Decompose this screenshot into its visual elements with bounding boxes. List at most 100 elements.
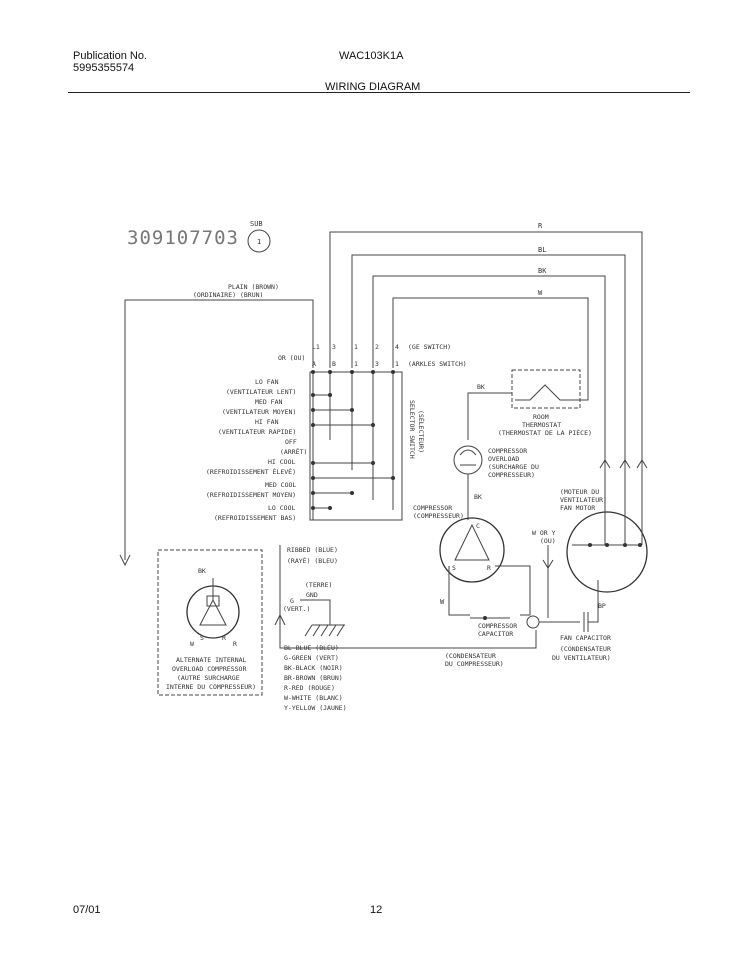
- svg-text:4: 4: [395, 343, 399, 351]
- footer-page: 12: [370, 904, 383, 916]
- fan-cap-label: FAN CAPACITOR: [560, 634, 611, 642]
- bp-label: BP: [598, 602, 606, 610]
- svg-text:1: 1: [395, 360, 399, 368]
- arrow-ribbed: [274, 613, 286, 626]
- svg-text:LO COOL: LO COOL: [268, 504, 295, 512]
- fan-capacitor: [539, 580, 599, 632]
- cap-terminal: [526, 615, 540, 629]
- overload-label-4: COMPRESSEUR): [488, 471, 535, 479]
- alt-overload-box: [157, 549, 263, 696]
- svg-text:(VENTILATEUR LENT): (VENTILATEUR LENT): [226, 388, 296, 396]
- svg-text:(REFROIDISSEMENT ÉLEVÉ): (REFROIDISSEMENT ÉLEVÉ): [206, 467, 296, 476]
- publication-number: 5995355574: [73, 62, 135, 74]
- switch-contacts: [311, 370, 395, 510]
- connector-arrows: [599, 459, 648, 469]
- wire-s: [448, 566, 470, 616]
- compressor-label: COMPRESSOR: [413, 504, 452, 512]
- sub-label: SUB: [250, 220, 263, 228]
- svg-text:(ARRÊT): (ARRÊT): [280, 447, 307, 456]
- svg-text:3: 3: [332, 343, 336, 351]
- overload-label-2: OVERLOAD: [488, 455, 519, 463]
- alt-r: R: [222, 634, 226, 642]
- selector-switch-box: [309, 371, 403, 521]
- publication-label: Publication No.: [73, 50, 147, 62]
- svg-text:OFF: OFF: [285, 438, 297, 446]
- svg-text:(VENTILATEUR RAPIDE): (VENTILATEUR RAPIDE): [218, 428, 296, 436]
- wire-blue: [351, 254, 626, 460]
- selector-switch-label: SELECTOR SWITCH: [408, 400, 416, 459]
- alt-overload-fr-2: INTERNE DU COMPRESSEUR): [166, 683, 256, 691]
- ground-label: GND: [306, 591, 318, 599]
- wire-label-bk2: BK: [477, 383, 485, 391]
- fan-motor-label-fr: (MOTEUR DU: [560, 488, 599, 496]
- overload-label: COMPRESSOR: [488, 447, 527, 455]
- thermostat-label-fr: (THERMOSTAT DE LA PIÈCE): [498, 428, 592, 437]
- svg-text:3: 3: [375, 360, 379, 368]
- svg-text:1: 1: [354, 360, 358, 368]
- compressor-label-fr: (COMPRESSEUR): [413, 512, 464, 520]
- plain-label-fr: (ORDINAIRE) (BRUN): [193, 291, 263, 299]
- wire-white: [392, 297, 589, 401]
- w-or-y-label: W OR Y: [532, 529, 556, 537]
- footer-date: 07/01: [73, 904, 101, 916]
- wire-label-bl: BL: [538, 246, 546, 254]
- fan-motor-leads: [604, 460, 643, 545]
- wire-label-w-comp: W: [440, 598, 445, 606]
- comp-cap-fr-2: DU COMPRESSEUR): [445, 660, 504, 668]
- terminal-c: C: [476, 522, 480, 530]
- svg-text:B: B: [332, 360, 336, 368]
- svg-text:MED COOL: MED COOL: [265, 481, 296, 489]
- comp-cap-dot: [483, 616, 487, 620]
- svg-text:A: A: [312, 360, 316, 368]
- fan-motor-circle: [566, 511, 648, 593]
- svg-text:BR-BROWN (BRUN): BR-BROWN (BRUN): [284, 674, 343, 682]
- wire-bk-thermostat: [467, 392, 512, 440]
- switch-position-labels: LO FAN (VENTILATEUR LENT) MED FAN (VENTI…: [206, 378, 307, 522]
- plain-label: PLAIN (BROWN): [228, 283, 279, 291]
- svg-text:R-RED (ROUGE): R-RED (ROUGE): [284, 684, 335, 692]
- ge-switch-label: (GE SWITCH): [408, 343, 451, 351]
- comp-cap-label: COMPRESSOR: [478, 622, 517, 630]
- wire-r: [495, 565, 531, 616]
- svg-text:HI FAN: HI FAN: [255, 418, 279, 426]
- svg-text:1: 1: [354, 343, 358, 351]
- color-legend: BL-BLUE (BLEU) G-GREEN (VERT) BK-BLACK (…: [284, 644, 347, 712]
- ground-g: G: [290, 597, 294, 605]
- arrow-plain: [119, 554, 131, 567]
- terminal-r: R: [487, 564, 491, 572]
- svg-text:(REFROIDISSEMENT MOYEN): (REFROIDISSEMENT MOYEN): [206, 491, 296, 499]
- wire-label-r: R: [538, 222, 543, 230]
- svg-text:(VENTILATEUR MOYEN): (VENTILATEUR MOYEN): [222, 408, 296, 416]
- svg-text:G-GREEN (VERT): G-GREEN (VERT): [284, 654, 339, 662]
- thermostat-box: [511, 369, 581, 409]
- alt-windings: [199, 578, 227, 626]
- wire-label-w: W: [538, 289, 543, 297]
- or-label: OR (OU): [278, 354, 305, 362]
- svg-text:MED FAN: MED FAN: [255, 398, 282, 406]
- svg-text:LO FAN: LO FAN: [255, 378, 279, 386]
- sub-circle: [247, 229, 271, 253]
- ground-vert: (VERT.): [283, 605, 310, 613]
- thermostat-label-2: THERMOSTAT: [522, 421, 561, 429]
- sub-number: 1: [257, 238, 261, 246]
- fan-cap-fr-2: DU VENTILATEUR): [552, 654, 611, 662]
- overload-label-3: (SURCHARGE DU: [488, 463, 539, 471]
- selector-switch-lines: [312, 372, 394, 520]
- ground-label-fr: (TERRE): [305, 581, 332, 589]
- alt-s: S: [200, 634, 204, 642]
- svg-text:BK-BLACK (NOIR): BK-BLACK (NOIR): [284, 664, 343, 672]
- svg-text:W-WHITE (BLANC): W-WHITE (BLANC): [284, 694, 343, 702]
- alt-bk-label: BK: [198, 567, 206, 575]
- terminal-s: S: [452, 564, 456, 572]
- model-number: WAC103K1A: [339, 50, 404, 62]
- wire-red: [329, 231, 643, 460]
- ribbed-label: RIBBED (BLUE): [287, 546, 338, 554]
- w-or-y-fr: (OU): [540, 537, 556, 545]
- comp-cap-label-2: CAPACITOR: [478, 630, 513, 638]
- fan-motor-label-fr-2: VENTILATEUR): [560, 496, 607, 504]
- ground-symbol: [300, 599, 345, 637]
- header-rule: [68, 92, 690, 93]
- comp-cap-fr: (CONDENSATEUR: [445, 652, 496, 660]
- svg-text:2: 2: [375, 343, 379, 351]
- svg-text:HI COOL: HI COOL: [268, 458, 295, 466]
